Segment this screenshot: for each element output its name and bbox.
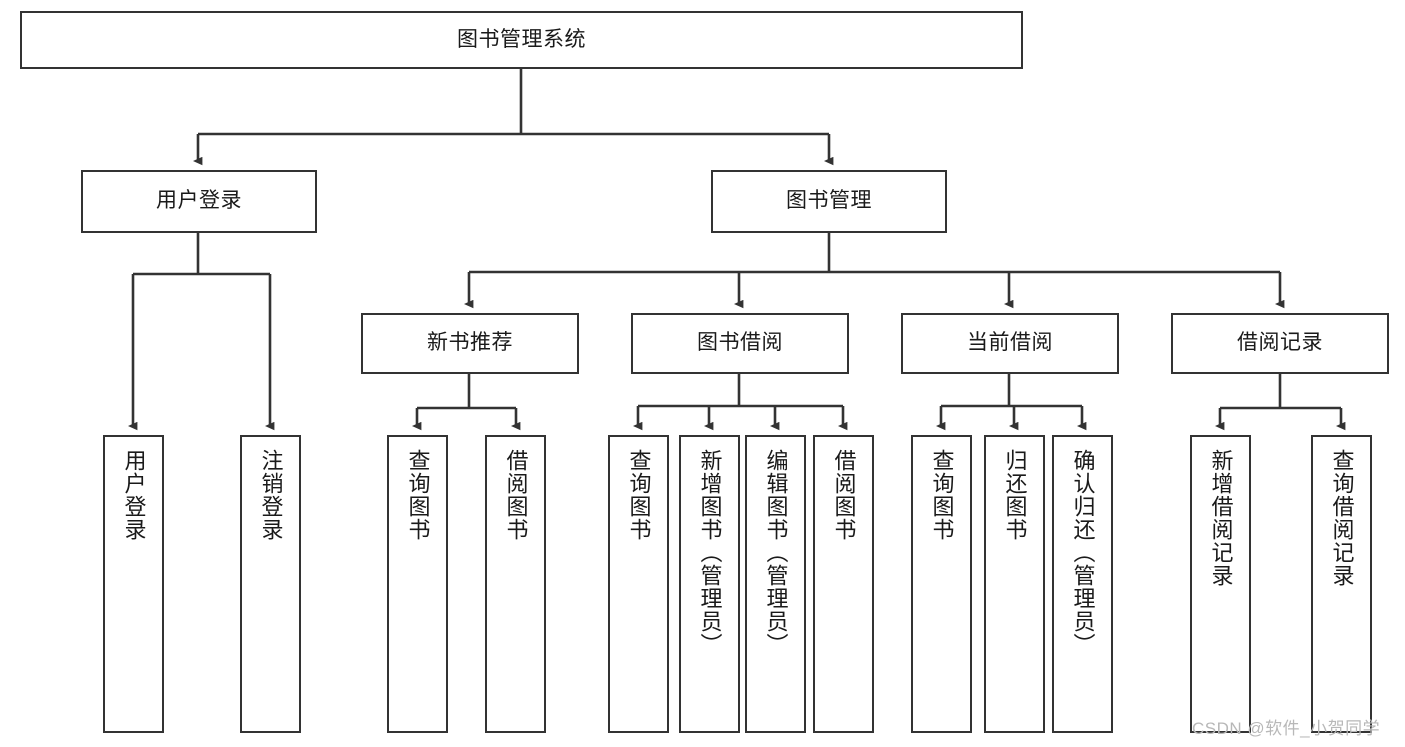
node-label: 查询图书 <box>405 449 431 541</box>
node-borrow-record[interactable]: 借阅记录 <box>1171 313 1389 374</box>
node-leaf-add-borrow-record[interactable]: 新增借阅记录 <box>1190 435 1251 733</box>
node-leaf-add-book-admin[interactable]: 新增图书（管理员） <box>679 435 740 733</box>
node-book-management[interactable]: 图书管理 <box>711 170 947 233</box>
node-leaf-return-book[interactable]: 归还图书 <box>984 435 1045 733</box>
watermark-text: CSDN @软件_小贺同学 <box>1192 719 1381 738</box>
node-label: 新增借阅记录 <box>1208 449 1234 587</box>
node-label: 查询借阅记录 <box>1329 449 1355 587</box>
node-current-borrow[interactable]: 当前借阅 <box>901 313 1119 374</box>
node-label: 借阅记录 <box>1237 331 1323 355</box>
node-label: 图书借阅 <box>697 331 783 355</box>
node-label: 新增图书（管理员） <box>697 449 723 656</box>
node-label: 确认归还（管理员） <box>1070 449 1096 656</box>
node-label: 查询图书 <box>626 449 652 541</box>
node-leaf-logout-login[interactable]: 注销登录 <box>240 435 301 733</box>
node-label: 图书管理系统 <box>457 27 586 51</box>
node-leaf-user-login[interactable]: 用户登录 <box>103 435 164 733</box>
node-label: 查询图书 <box>929 449 955 541</box>
node-label: 编辑图书（管理员） <box>763 449 789 656</box>
node-leaf-query-book-recommend[interactable]: 查询图书 <box>387 435 448 733</box>
node-leaf-confirm-return-admin[interactable]: 确认归还（管理员） <box>1052 435 1113 733</box>
node-label: 归还图书 <box>1002 449 1028 541</box>
node-user-login[interactable]: 用户登录 <box>81 170 317 233</box>
node-label: 注销登录 <box>258 449 284 541</box>
node-label: 借阅图书 <box>831 449 857 541</box>
node-label: 借阅图书 <box>503 449 529 541</box>
node-leaf-borrow-book-recommend[interactable]: 借阅图书 <box>485 435 546 733</box>
node-leaf-query-book-current[interactable]: 查询图书 <box>911 435 972 733</box>
node-book-management-system[interactable]: 图书管理系统 <box>20 11 1023 69</box>
node-label: 新书推荐 <box>427 331 513 355</box>
node-label: 图书管理 <box>786 189 872 213</box>
node-leaf-edit-book-admin[interactable]: 编辑图书（管理员） <box>745 435 806 733</box>
node-book-borrow[interactable]: 图书借阅 <box>631 313 849 374</box>
node-leaf-borrow-book-borrow[interactable]: 借阅图书 <box>813 435 874 733</box>
node-label: 当前借阅 <box>967 331 1053 355</box>
node-new-book-recommend[interactable]: 新书推荐 <box>361 313 579 374</box>
node-label: 用户登录 <box>121 449 147 541</box>
node-label: 用户登录 <box>156 189 242 213</box>
node-leaf-query-book-borrow[interactable]: 查询图书 <box>608 435 669 733</box>
node-leaf-query-borrow-record[interactable]: 查询借阅记录 <box>1311 435 1372 733</box>
